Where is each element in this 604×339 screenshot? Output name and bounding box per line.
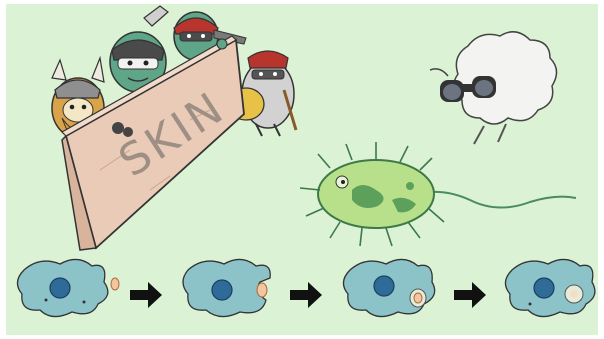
fluffy-spy-with-binoculars-icon: [430, 32, 557, 144]
right-arrow-icon: [290, 282, 322, 308]
right-arrow-icon: [454, 282, 486, 308]
phagocyte-cell-icon: [183, 259, 270, 316]
phagocytosis-sequence: [17, 259, 594, 316]
phagocyte-cell-icon: [505, 259, 594, 316]
phagocyte-cell-icon: [17, 259, 119, 316]
right-arrow-icon: [130, 282, 162, 308]
bacterium-icon: [300, 142, 576, 246]
phagocyte-cell-icon: [343, 259, 434, 316]
